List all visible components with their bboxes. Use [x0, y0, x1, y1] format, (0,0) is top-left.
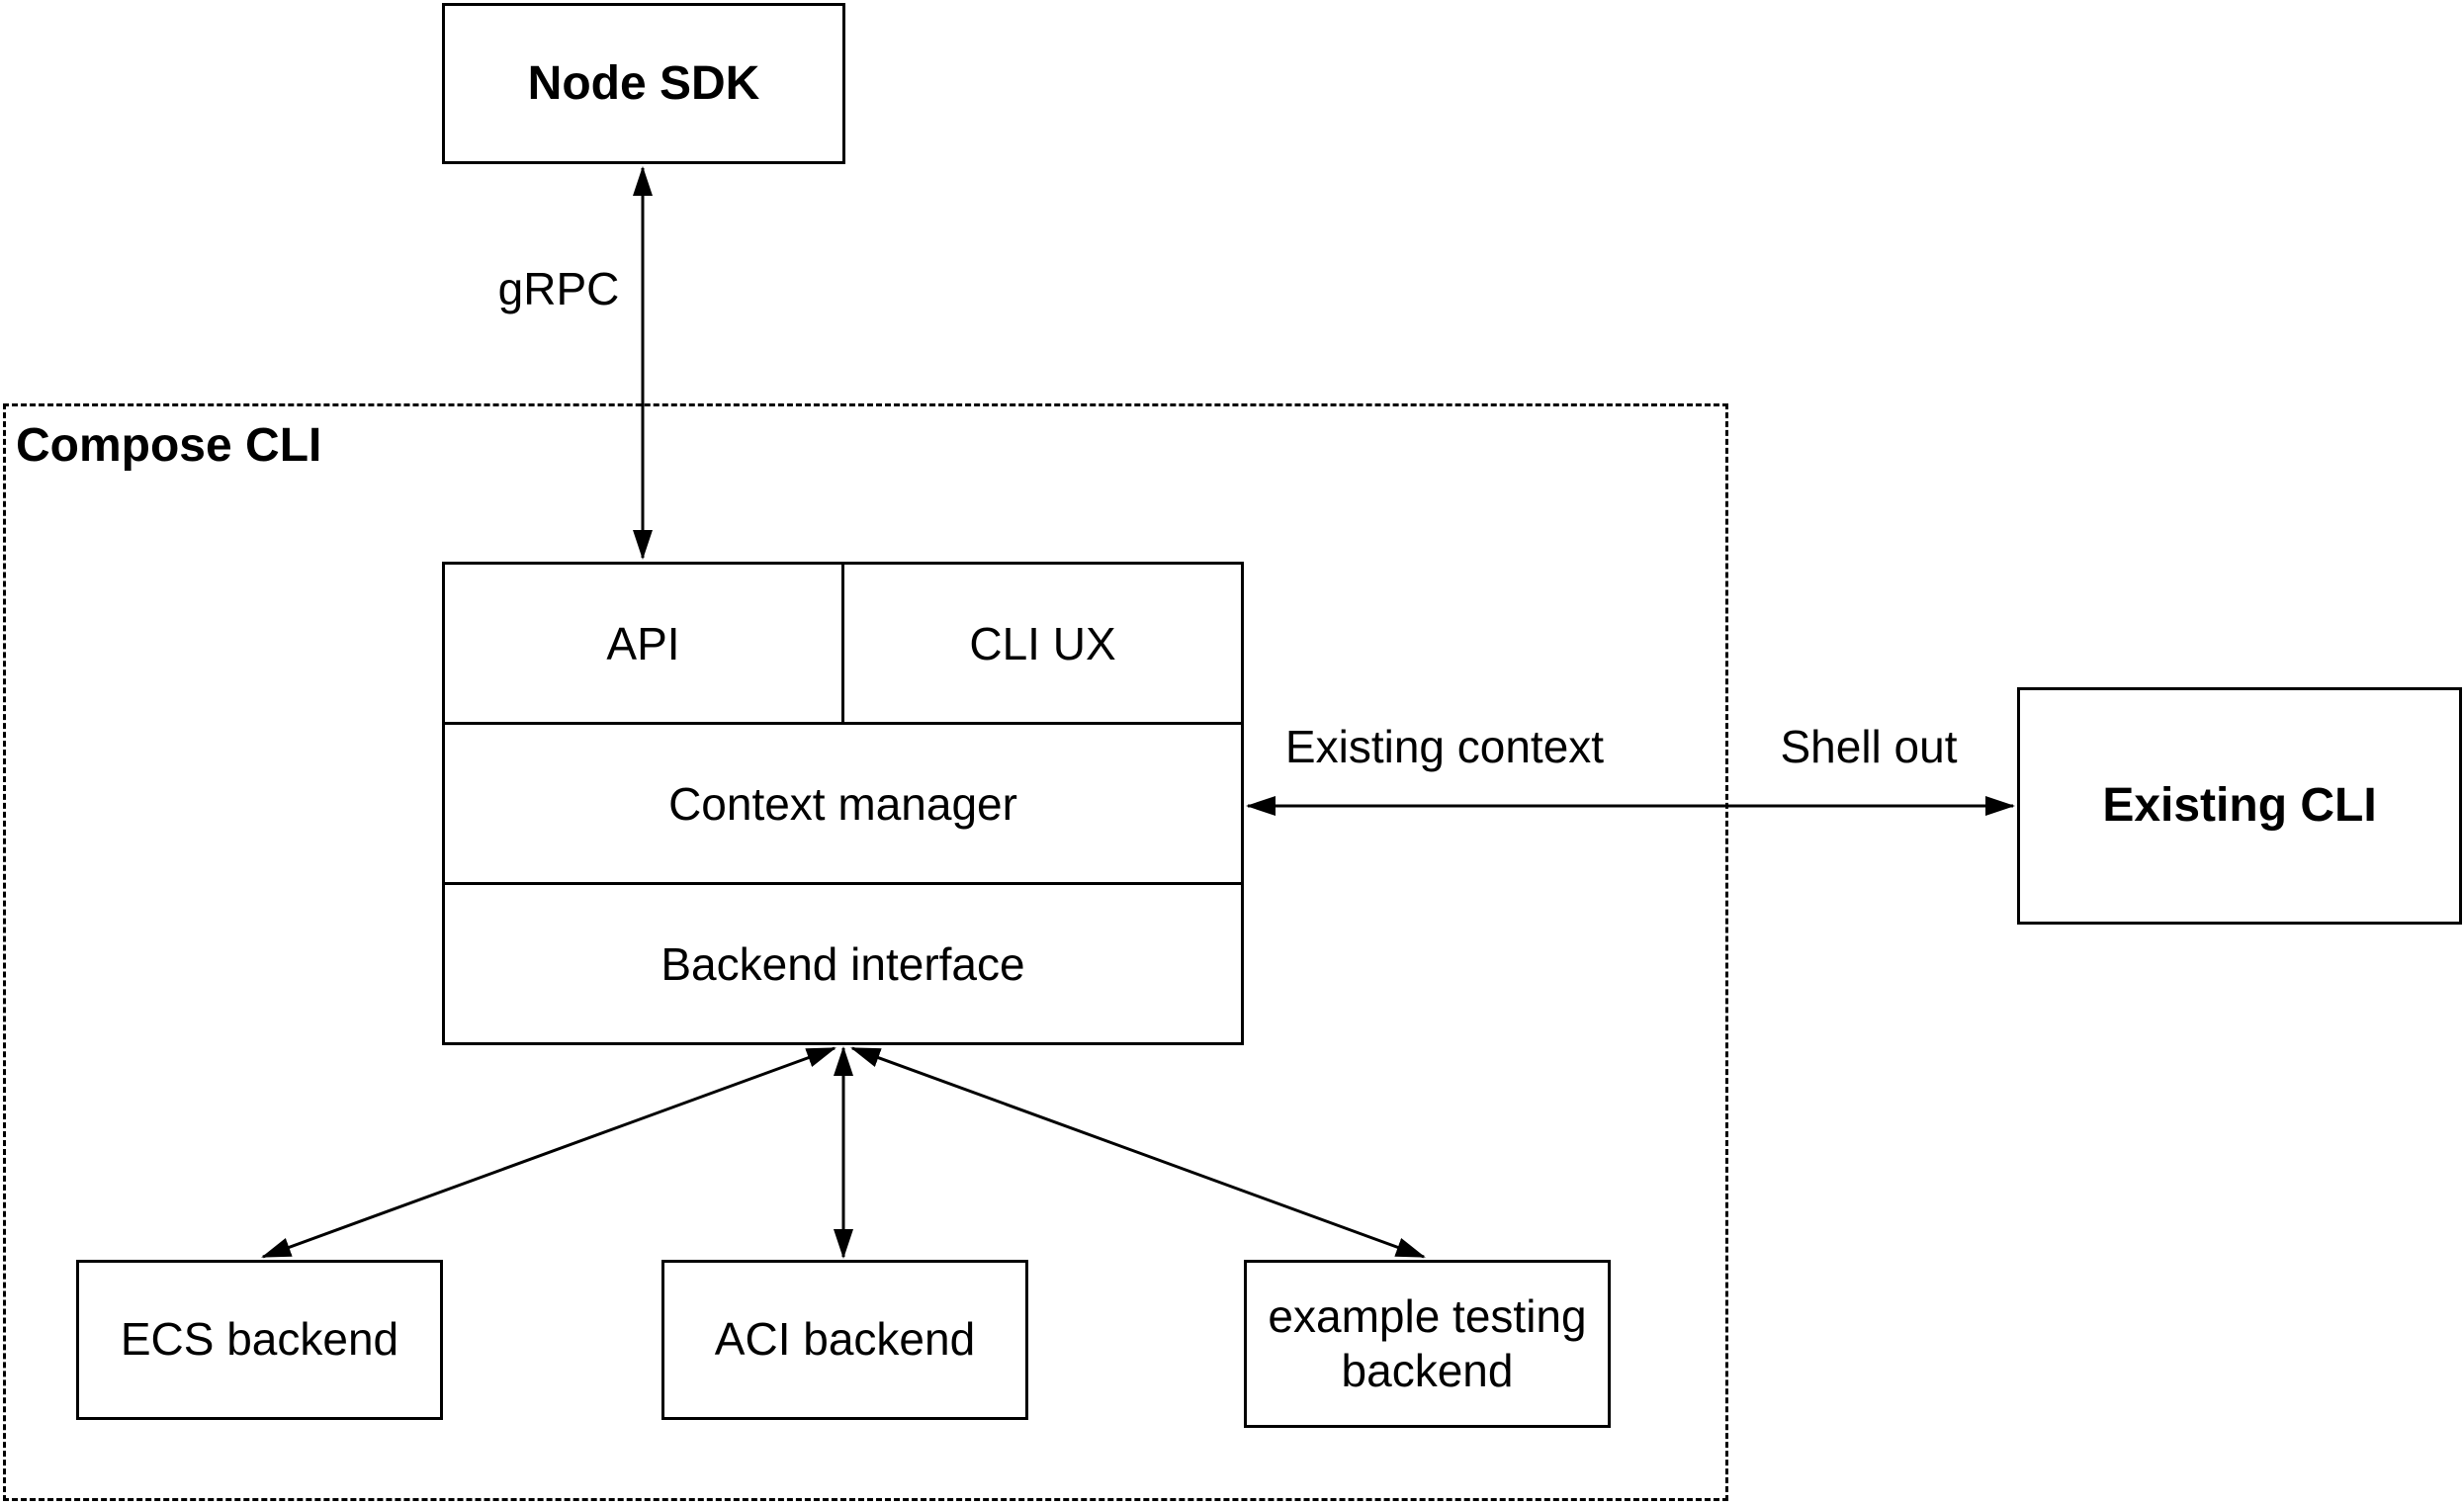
aci-backend-box: ACI backend: [661, 1260, 1028, 1420]
ecs-backend-label: ECS backend: [120, 1313, 399, 1366]
grpc-edge-label: gRPC: [491, 262, 626, 315]
context-manager-box: Context manager: [445, 722, 1241, 882]
compose-cli-group: Compose CLI: [3, 403, 1728, 1501]
cli-ux-label: CLI UX: [969, 617, 1116, 669]
node-sdk-box: Node SDK: [442, 3, 845, 164]
aci-backend-label: ACI backend: [714, 1313, 976, 1366]
ecs-backend-box: ECS backend: [76, 1260, 443, 1420]
example-testing-backend-box: example testing backend: [1244, 1260, 1611, 1428]
api-cliux-row: API CLI UX: [445, 565, 1241, 722]
compose-core-box: API CLI UX Context manager Backend inter…: [442, 562, 1244, 1045]
shell-out-edge-label: Shell out: [1774, 720, 1964, 773]
existing-context-edge-label: Existing context: [1278, 720, 1611, 773]
compose-cli-group-label: Compose CLI: [16, 419, 322, 472]
existing-cli-label: Existing CLI: [2102, 779, 2377, 833]
backend-interface-label: Backend interface: [660, 937, 1025, 990]
existing-cli-box: Existing CLI: [2017, 687, 2462, 925]
cli-ux-box: CLI UX: [841, 565, 1241, 722]
api-label: API: [606, 617, 680, 669]
api-box: API: [445, 565, 841, 722]
backend-interface-box: Backend interface: [445, 882, 1241, 1042]
example-testing-backend-label: example testing backend: [1268, 1289, 1587, 1396]
context-manager-label: Context manager: [668, 777, 1017, 830]
node-sdk-label: Node SDK: [527, 56, 760, 110]
